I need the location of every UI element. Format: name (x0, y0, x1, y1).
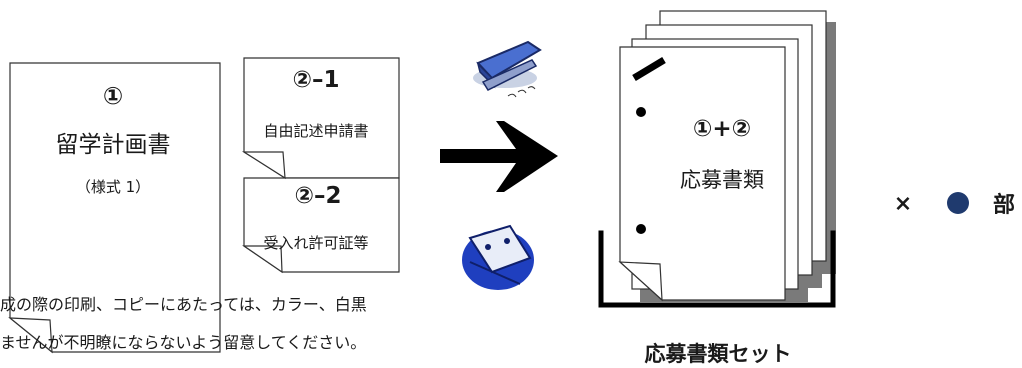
doc2-1-title: 自由記述申請書 (263, 122, 369, 140)
count-times: × (893, 191, 913, 217)
doc1-title: 留学計画書 (55, 132, 171, 158)
tray-bracket (598, 230, 836, 308)
count-unit: 部 (992, 193, 1016, 218)
set-title: 応募書類 (680, 168, 764, 192)
doc1-page (8, 62, 221, 354)
doc2-2-number: ②–2 (294, 183, 342, 209)
hole-punch-icon (462, 224, 534, 290)
set-caption: 応募書類セット (644, 342, 792, 366)
right-arrow-icon (440, 121, 558, 192)
doc1-form: （様式 1） (75, 178, 151, 196)
set-number: ①+② (692, 116, 752, 142)
note-line2: ませんが不明瞭にならないよう留意してください。 (0, 333, 367, 352)
document-set-stack (618, 10, 836, 302)
doc2-2-page (241, 151, 400, 274)
doc2-1-number: ②–1 (292, 67, 340, 93)
stapler-icon (473, 40, 542, 98)
note-line1: 成の際の印刷、コピーにあたっては、カラー、白黒 (0, 295, 367, 314)
doc2-2-title: 受入れ許可証等 (263, 234, 369, 252)
doc1-number: ① (102, 82, 124, 110)
blank-circle-icon (947, 192, 969, 214)
